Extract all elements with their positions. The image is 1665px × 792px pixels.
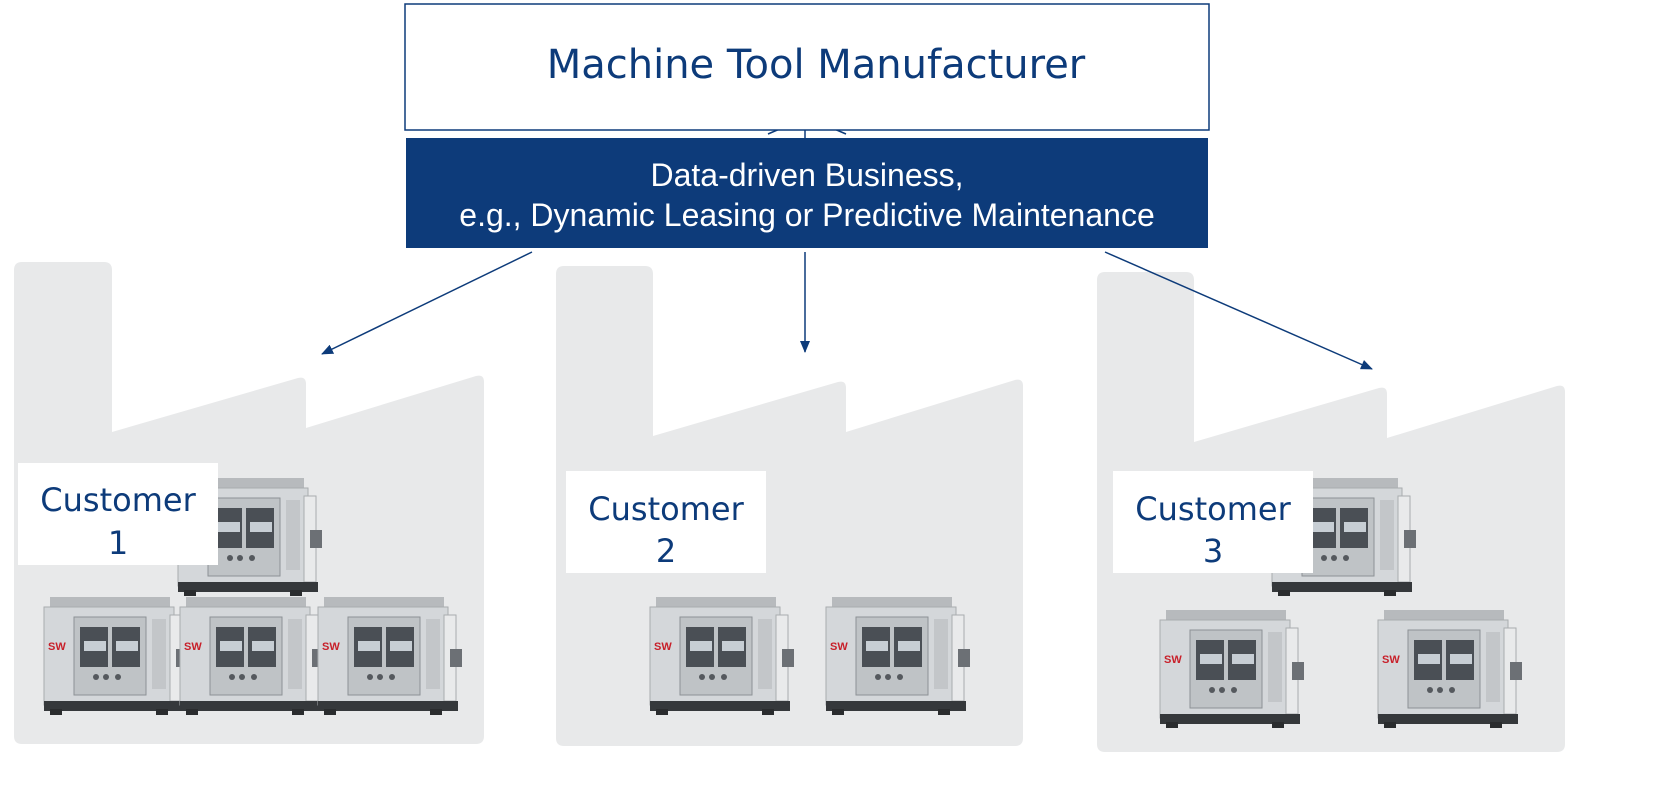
machine-badge: SW (322, 641, 340, 653)
customer-name: Customer (588, 490, 744, 528)
arrows (321, 251, 1373, 370)
machine-badge: SW (184, 641, 202, 653)
machine-badge: SW (830, 641, 848, 653)
machine-badge: SW (1382, 654, 1400, 666)
customer-number: 2 (656, 532, 676, 570)
customer-label-3: Customer 3 (1113, 471, 1313, 573)
arrow-to-customer-3 (1104, 251, 1373, 370)
machine-tool (1377, 609, 1523, 729)
machine-badge: SW (1164, 654, 1182, 666)
customer-name: Customer (1135, 490, 1291, 528)
machine-tool (1159, 609, 1305, 729)
machine-tool (825, 596, 971, 716)
manufacturer-title: Machine Tool Manufacturer (547, 42, 1086, 88)
machine-tool (317, 596, 463, 716)
customer-number: 1 (108, 524, 128, 562)
machine-tool (43, 596, 189, 716)
machine-badge: SW (48, 641, 66, 653)
business-examples: e.g., Dynamic Leasing or Predictive Main… (459, 197, 1154, 233)
machine-badges: SW SW SW SW SW SW SW (48, 641, 1400, 666)
machine-badge: SW (654, 641, 672, 653)
customer-name: Customer (40, 481, 196, 519)
machine-tool (179, 596, 325, 716)
customer-label-1: Customer 1 (18, 463, 218, 565)
business-title: Data-driven Business, (650, 157, 963, 193)
customer-label-2: Customer 2 (566, 471, 766, 573)
manufacturer-box: Machine Tool Manufacturer (404, 3, 1210, 131)
arrow-to-customer-1 (321, 251, 533, 355)
machine-tool (649, 596, 795, 716)
customer-number: 3 (1203, 532, 1223, 570)
business-box: Data-driven Business, e.g., Dynamic Leas… (406, 138, 1208, 248)
